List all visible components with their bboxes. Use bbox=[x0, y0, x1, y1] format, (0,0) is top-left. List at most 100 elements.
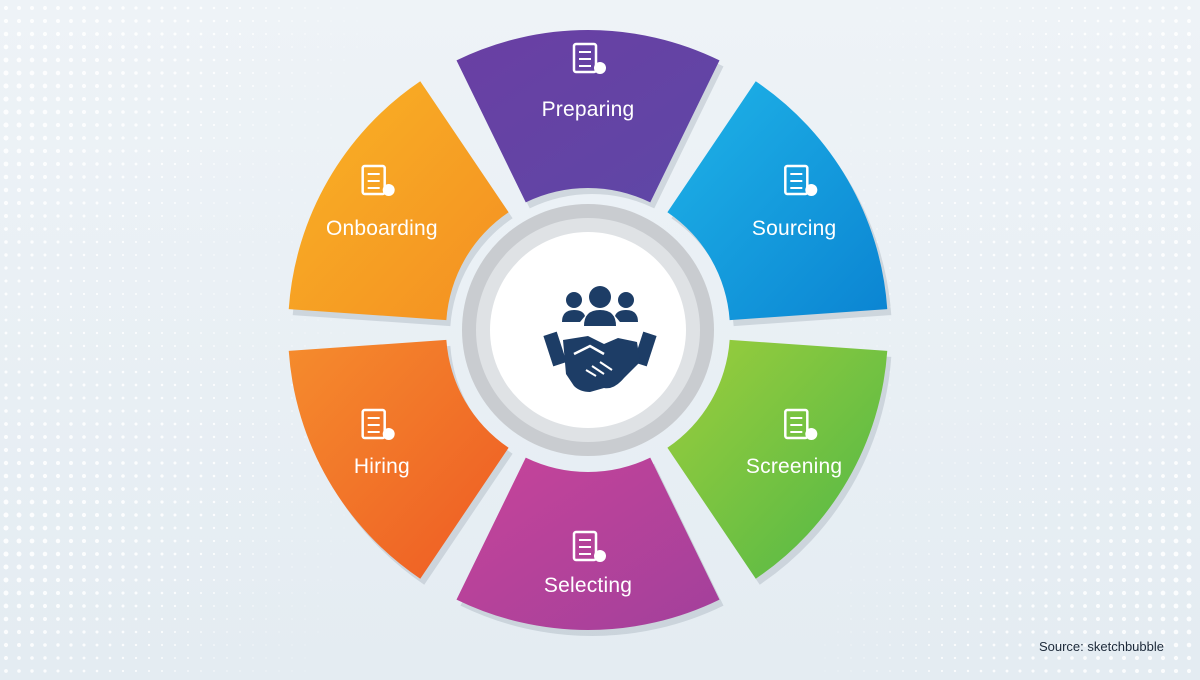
background-dot bbox=[134, 110, 138, 114]
background-dot bbox=[1148, 19, 1152, 23]
background-dot bbox=[199, 19, 203, 23]
background-dot bbox=[1109, 240, 1113, 244]
background-dot bbox=[876, 202, 878, 204]
background-dot bbox=[1044, 201, 1048, 205]
background-dot bbox=[902, 163, 904, 165]
background-dot bbox=[1121, 148, 1127, 154]
background-dot bbox=[174, 267, 176, 269]
background-dot bbox=[1160, 148, 1166, 154]
background-dot bbox=[1187, 240, 1191, 244]
background-dot bbox=[966, 305, 970, 309]
background-dot bbox=[226, 267, 228, 269]
background-dot bbox=[108, 188, 112, 192]
background-dot bbox=[239, 111, 241, 113]
background-dot bbox=[1096, 149, 1100, 153]
background-dot bbox=[1083, 201, 1087, 205]
background-dot bbox=[291, 111, 293, 113]
background-dot bbox=[1057, 6, 1061, 10]
background-dot bbox=[42, 18, 48, 24]
background-dot bbox=[1161, 305, 1165, 309]
background-dot bbox=[304, 7, 306, 9]
background-dot bbox=[16, 83, 22, 89]
background-dot bbox=[252, 241, 254, 243]
background-dot bbox=[42, 44, 48, 50]
background-dot bbox=[1019, 7, 1021, 9]
background-dot bbox=[304, 33, 306, 35]
background-dot bbox=[121, 227, 125, 231]
background-dot bbox=[69, 266, 73, 270]
background-dot bbox=[992, 149, 996, 153]
background-dot bbox=[1006, 20, 1008, 22]
background-dot bbox=[980, 59, 982, 61]
background-dot bbox=[239, 202, 241, 204]
background-dot bbox=[902, 137, 904, 139]
background-dot bbox=[980, 332, 982, 334]
background-dot bbox=[1070, 305, 1074, 309]
background-dot bbox=[954, 124, 956, 126]
background-dot bbox=[1109, 318, 1113, 322]
background-dot bbox=[304, 189, 306, 191]
background-dot bbox=[265, 124, 267, 126]
background-dot bbox=[850, 319, 852, 321]
background-dot bbox=[161, 254, 163, 256]
background-dot bbox=[291, 20, 293, 22]
background-dot bbox=[4, 305, 8, 309]
background-dot bbox=[200, 228, 202, 230]
background-dot bbox=[1173, 57, 1179, 63]
background-dot bbox=[291, 7, 293, 9]
background-dot bbox=[1134, 109, 1140, 115]
background-dot bbox=[239, 280, 241, 282]
background-dot bbox=[1174, 318, 1178, 322]
background-dot bbox=[889, 20, 891, 22]
background-dot bbox=[1057, 97, 1061, 101]
background-dot bbox=[121, 32, 125, 36]
background-dot bbox=[915, 215, 917, 217]
background-dot bbox=[1160, 109, 1166, 115]
background-dot bbox=[252, 176, 254, 178]
background-dot bbox=[82, 331, 86, 335]
background-dot bbox=[966, 149, 970, 153]
background-dot bbox=[1031, 331, 1035, 335]
background-dot bbox=[16, 148, 22, 154]
background-dot bbox=[1070, 175, 1074, 179]
background-dot bbox=[238, 19, 242, 23]
background-dot bbox=[187, 332, 189, 334]
background-dot bbox=[95, 149, 99, 153]
background-dot bbox=[1083, 292, 1087, 296]
background-dot bbox=[1186, 200, 1192, 206]
background-dot bbox=[30, 266, 34, 270]
background-dot bbox=[29, 161, 35, 167]
background-dot bbox=[1135, 58, 1139, 62]
background-dot bbox=[863, 189, 865, 191]
segment-label-hiring: Hiring bbox=[353, 455, 410, 478]
background-dot bbox=[1147, 135, 1153, 141]
background-dot bbox=[889, 72, 891, 74]
background-dot bbox=[56, 318, 60, 322]
background-dot bbox=[252, 98, 254, 100]
background-dot bbox=[121, 71, 125, 75]
background-dot bbox=[1044, 162, 1048, 166]
background-dot bbox=[121, 305, 125, 309]
background-dot bbox=[95, 110, 99, 114]
background-dot bbox=[173, 84, 177, 88]
background-dot bbox=[954, 33, 956, 35]
background-dot bbox=[992, 266, 996, 270]
background-dot bbox=[304, 332, 306, 334]
background-dot bbox=[1018, 45, 1022, 49]
background-dot bbox=[108, 6, 112, 10]
background-dot bbox=[56, 214, 60, 218]
background-dot bbox=[993, 59, 995, 61]
background-dot bbox=[43, 266, 47, 270]
background-dot bbox=[56, 266, 60, 270]
segment-label-sourcing: Sourcing bbox=[751, 217, 837, 240]
background-dot bbox=[1187, 292, 1191, 296]
background-dot bbox=[902, 85, 904, 87]
background-dot bbox=[876, 228, 878, 230]
background-dot bbox=[1057, 19, 1061, 23]
background-dot bbox=[1108, 135, 1114, 141]
background-dot bbox=[81, 96, 87, 102]
background-dot bbox=[82, 344, 86, 348]
background-dot bbox=[954, 7, 956, 9]
background-dot bbox=[56, 331, 60, 335]
background-dot bbox=[940, 175, 944, 179]
